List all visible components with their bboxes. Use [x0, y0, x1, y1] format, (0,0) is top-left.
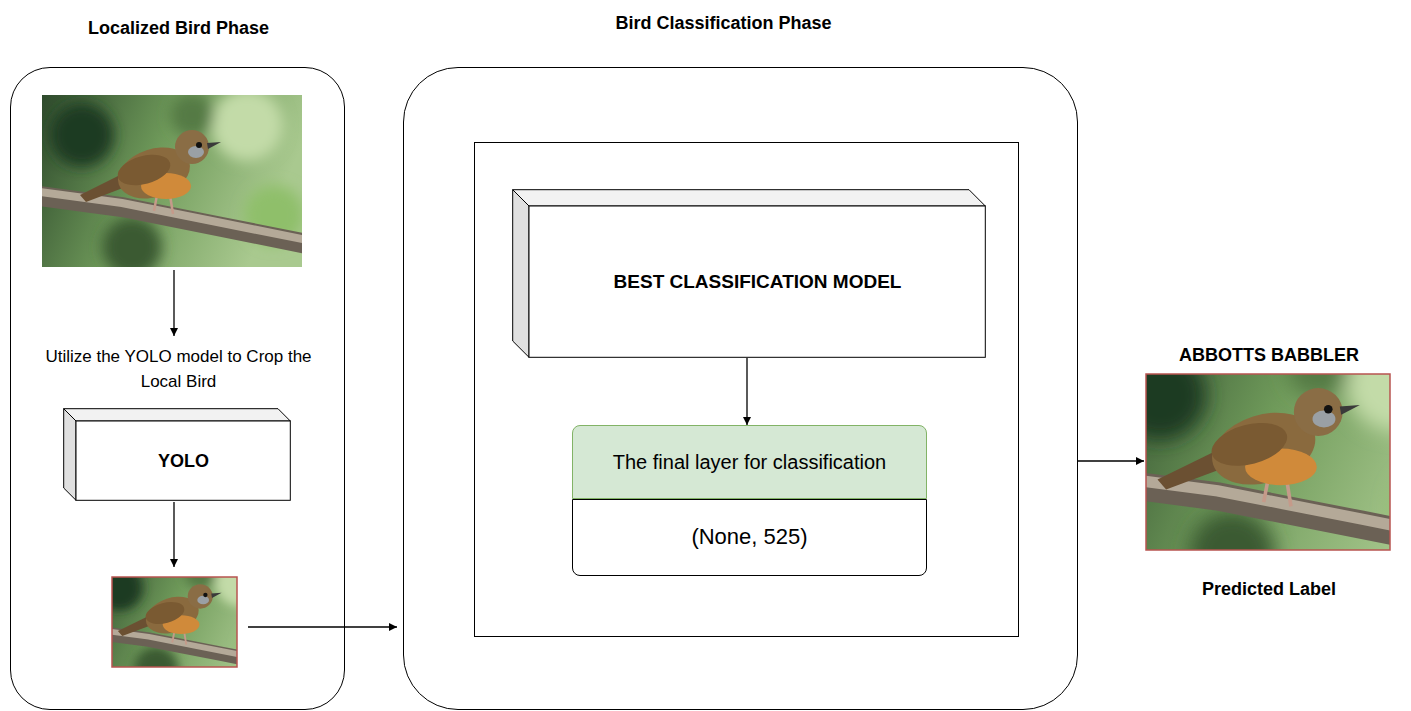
box-label: The final layer for classification [613, 449, 886, 475]
block-label: BEST CLASSIFICATION MODEL [614, 270, 902, 294]
phase-panel: Bird Classification PhaseBEST CLASSIFICA… [403, 67, 1078, 710]
flow-connector [746, 358, 747, 425]
phase-heading: Bird Classification Phase [326, 11, 1121, 35]
flow-arrow [248, 626, 397, 627]
predicted-bird-photo [1089, 330, 1411, 595]
output-caption: Predicted Label [1124, 577, 1411, 601]
model-block: YOLO [63, 408, 291, 501]
flow-arrow [173, 502, 174, 567]
flow-connector [1078, 460, 1144, 461]
cropped-bird-photo [83, 555, 289, 690]
phase-panel: Localized Bird PhaseUtilize the YOLO mod… [10, 67, 345, 710]
phase-heading: Localized Bird Phase [0, 16, 406, 40]
block-face: YOLO [76, 421, 291, 501]
model-block: BEST CLASSIFICATION MODEL [512, 189, 986, 358]
shape-box: (None, 525) [572, 499, 927, 576]
flow-arrow [173, 270, 174, 336]
block-label: YOLO [158, 450, 209, 473]
layer-box: The final layer for classification [572, 425, 927, 499]
prediction-output: ABBOTTS BABBLERPredicted Label [1144, 340, 1394, 602]
block-face: BEST CLASSIFICATION MODEL [529, 206, 986, 358]
box-label: (None, 525) [691, 523, 807, 552]
predicted-class: ABBOTTS BABBLER [1124, 343, 1411, 367]
step-note: Utilize the YOLO model to Crop the Local… [41, 344, 316, 394]
bird-photo [32, 89, 312, 277]
